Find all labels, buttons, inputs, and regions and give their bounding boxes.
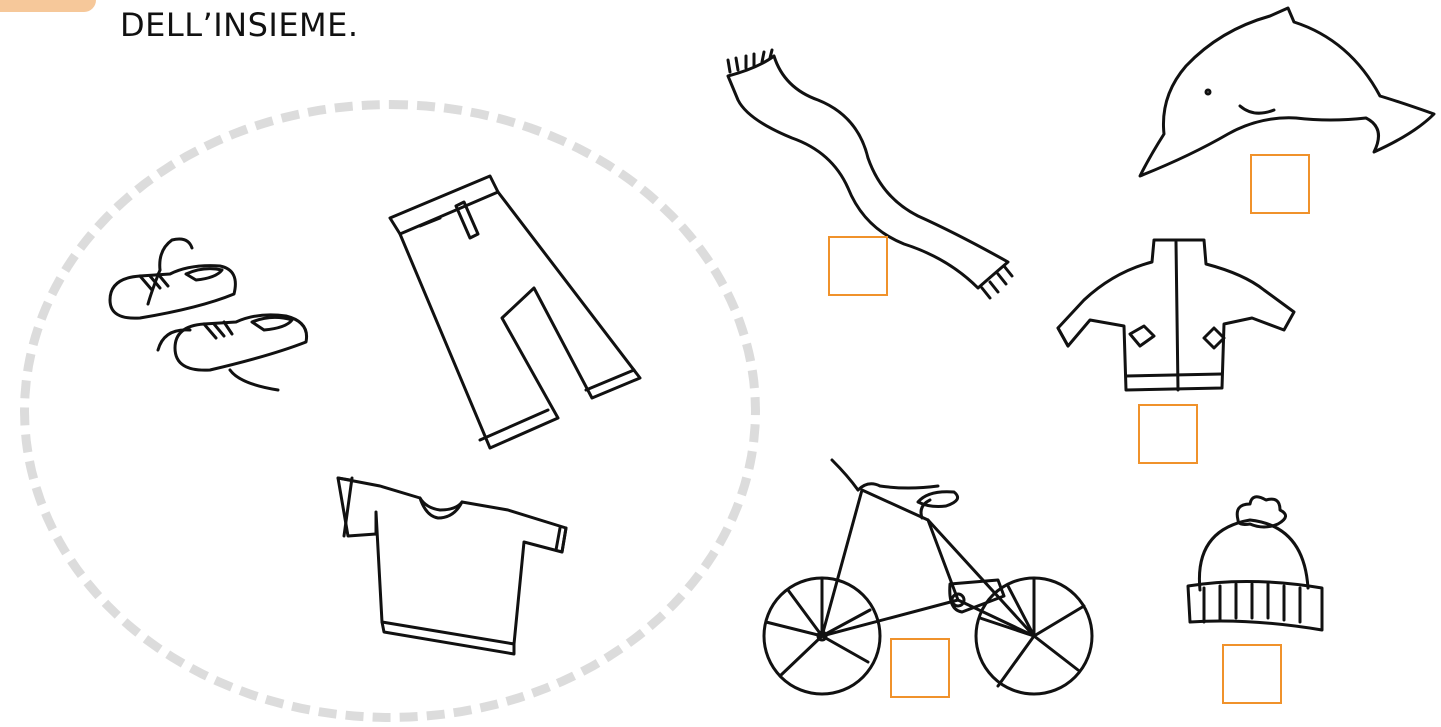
page-tab-decoration: [0, 0, 96, 12]
checkbox-bicycle[interactable]: [890, 638, 950, 698]
trousers-icon: [380, 168, 650, 468]
instruction-text: DELL’INSIEME.: [120, 6, 359, 44]
hat-icon: [1180, 490, 1328, 636]
sweater-icon: [328, 474, 618, 664]
jacket-icon: [1054, 234, 1304, 404]
sneakers-icon: [100, 230, 320, 400]
checkbox-scarf[interactable]: [828, 236, 888, 296]
checkbox-hat[interactable]: [1222, 644, 1282, 704]
checkbox-dolphin[interactable]: [1250, 154, 1310, 214]
checkbox-jacket[interactable]: [1138, 404, 1198, 464]
